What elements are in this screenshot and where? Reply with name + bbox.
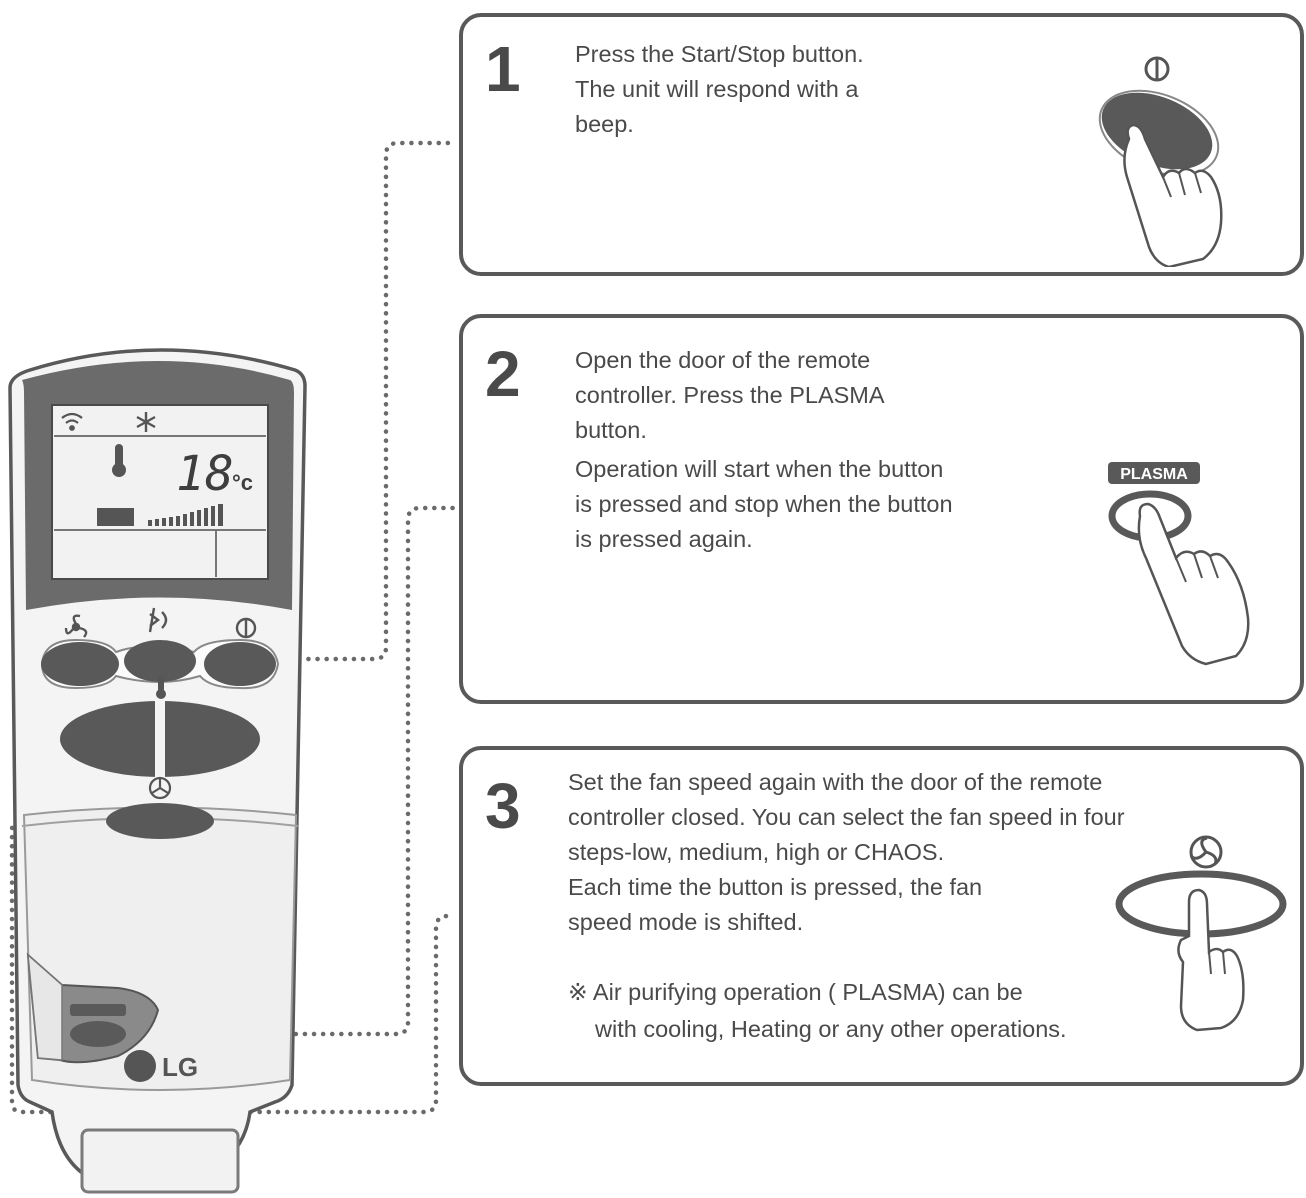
fan-speed-icon <box>148 776 172 800</box>
fan-speed-icon <box>1189 835 1223 869</box>
power-symbol-icon <box>1144 56 1170 82</box>
plasma-label-badge <box>1108 462 1200 484</box>
step-3-panel: 3 Set the fan speed again with the door … <box>459 746 1304 1086</box>
connector-power-to-step1 <box>269 140 458 662</box>
display-mode-block <box>97 508 134 526</box>
step-2-line: Open the door of the remote <box>575 347 871 373</box>
step-3-note-line: with cooling, Heating or any other opera… <box>595 1016 1067 1042</box>
power-button[interactable] <box>204 642 276 686</box>
hand-icon <box>1123 123 1223 267</box>
plasma-label: PLASMA <box>1120 466 1188 483</box>
fan-speed-bar <box>148 504 223 526</box>
plasma-button-remote[interactable] <box>70 1021 126 1047</box>
step-2-line: is pressed and stop when the button <box>575 491 953 517</box>
step-1-line: Press the Start/Stop button. <box>575 41 864 67</box>
top-button-row <box>40 638 280 690</box>
door-flap <box>26 952 160 1064</box>
step-3-line: speed mode is shifted. <box>568 909 804 935</box>
step-3-line: Each time the button is pressed, the fan <box>568 874 983 900</box>
step-3-note: ※ Air purifying operation ( PLASMA) can … <box>568 974 1067 1048</box>
wifi-icon <box>61 412 83 431</box>
step-1-number: 1 <box>485 33 521 105</box>
fan-button-press-illustration <box>1115 835 1287 1032</box>
step-1-panel: 1 Press the Start/Stop button. The unit … <box>459 13 1304 276</box>
step-3-number: 3 <box>485 770 521 842</box>
step-2-text: Open the door of the remote controller. … <box>575 343 885 448</box>
display-unit: °c <box>232 470 253 495</box>
step-1-line: The unit will respond with a <box>575 76 859 102</box>
plasma-button-press-illustration: PLASMA <box>1108 462 1250 666</box>
step-3-note-line: ※ Air purifying operation ( PLASMA) can … <box>568 979 1023 1005</box>
power-button-press-illustration <box>1098 56 1223 267</box>
step-2-number: 2 <box>485 338 521 410</box>
step-3-line: Set the fan speed again with the door of… <box>568 769 1103 795</box>
step-2-line: controller. Press the PLASMA <box>575 382 885 408</box>
fan-mode-icon <box>64 614 88 638</box>
display-temperature: 18 <box>176 446 234 502</box>
step-3-line: controller closed. You can select the fa… <box>568 804 1125 830</box>
fan-speed-button[interactable] <box>106 803 214 839</box>
power-icon <box>235 617 257 639</box>
connector-plasma-to-step2 <box>129 505 458 1037</box>
temperature-buttons <box>60 700 260 780</box>
thermometer-small-icon <box>156 676 166 699</box>
fan-mode-button[interactable] <box>41 642 119 686</box>
brand-label: LG <box>162 1052 198 1082</box>
snowflake-icon <box>136 412 156 432</box>
step-2-line: is pressed again. <box>575 526 753 552</box>
lg-logo: LG <box>124 1050 198 1082</box>
hand-icon <box>1137 502 1250 666</box>
swing-icon <box>148 607 168 633</box>
step-2-line: button. <box>575 417 647 443</box>
lcd-display: 18 °c <box>51 404 269 580</box>
step-2-line: Operation will start when the button <box>575 456 944 482</box>
hand-icon <box>1177 888 1245 1032</box>
step-1-text: Press the Start/Stop button. The unit wi… <box>575 37 864 142</box>
step-2-panel: 2 Open the door of the remote controller… <box>459 314 1304 704</box>
step-3-line: steps-low, medium, high or CHAOS. <box>568 839 945 865</box>
thermometer-icon <box>112 444 126 477</box>
step-3-text: Set the fan speed again with the door of… <box>568 765 1125 940</box>
swing-button[interactable] <box>124 640 196 682</box>
step-2-text-extra: Operation will start when the button is … <box>575 452 953 557</box>
step-1-line: beep. <box>575 111 634 137</box>
